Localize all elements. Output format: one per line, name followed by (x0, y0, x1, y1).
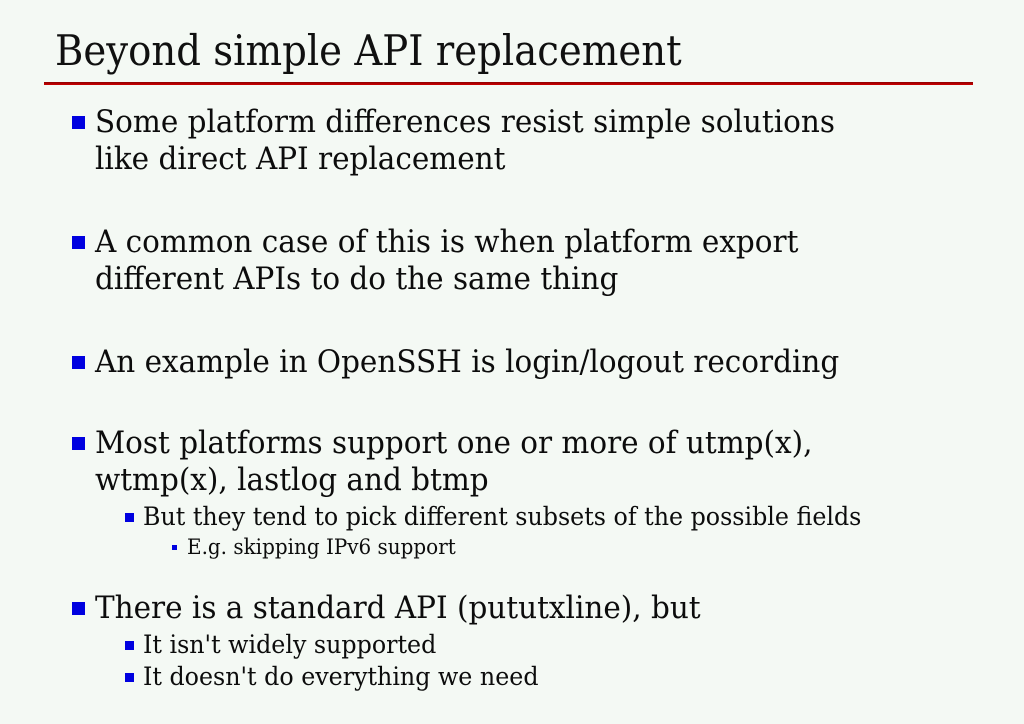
bullet-square-icon (72, 236, 85, 249)
slide-title: Beyond simple API replacement (55, 26, 682, 75)
bullet-square-icon (172, 545, 177, 550)
bullet-item: An example in OpenSSH is login/logout re… (0, 344, 1024, 381)
bullet-item: Most platforms support one or more of ut… (0, 425, 1024, 499)
bullet-text: There is a standard API (pututxline), bu… (95, 590, 701, 626)
slide-body: Some platform differences resist simple … (0, 104, 1024, 692)
bullet-item: Some platform differences resist simple … (0, 104, 1024, 178)
bullet-text: Most platforms support one or more of ut… (95, 425, 813, 498)
bullet-square-icon (72, 356, 85, 369)
bullet-square-icon (72, 116, 85, 129)
title-underline-rule (44, 82, 973, 85)
bullet-square-icon (72, 437, 85, 450)
bullet-item-subsub: E.g. skipping IPv6 support (0, 534, 1024, 560)
bullet-text: E.g. skipping IPv6 support (187, 535, 456, 559)
bullet-text: It isn't widely supported (143, 630, 437, 659)
bullet-item-sub: But they tend to pick different subsets … (0, 502, 1024, 532)
bullet-square-icon (125, 673, 134, 682)
bullet-item: There is a standard API (pututxline), bu… (0, 590, 1024, 627)
bullet-item: A common case of this is when platform e… (0, 224, 1024, 298)
bullet-text: An example in OpenSSH is login/logout re… (95, 344, 840, 380)
bullet-square-icon (125, 513, 134, 522)
bullet-text: Some platform differences resist simple … (95, 104, 835, 177)
bullet-item-sub: It isn't widely supported (0, 630, 1024, 660)
bullet-text: A common case of this is when platform e… (95, 224, 799, 297)
bullet-square-icon (125, 641, 134, 650)
bullet-square-icon (72, 602, 85, 615)
bullet-text: But they tend to pick different subsets … (143, 502, 862, 531)
bullet-text: It doesn't do everything we need (143, 662, 539, 691)
bullet-item-sub: It doesn't do everything we need (0, 662, 1024, 692)
